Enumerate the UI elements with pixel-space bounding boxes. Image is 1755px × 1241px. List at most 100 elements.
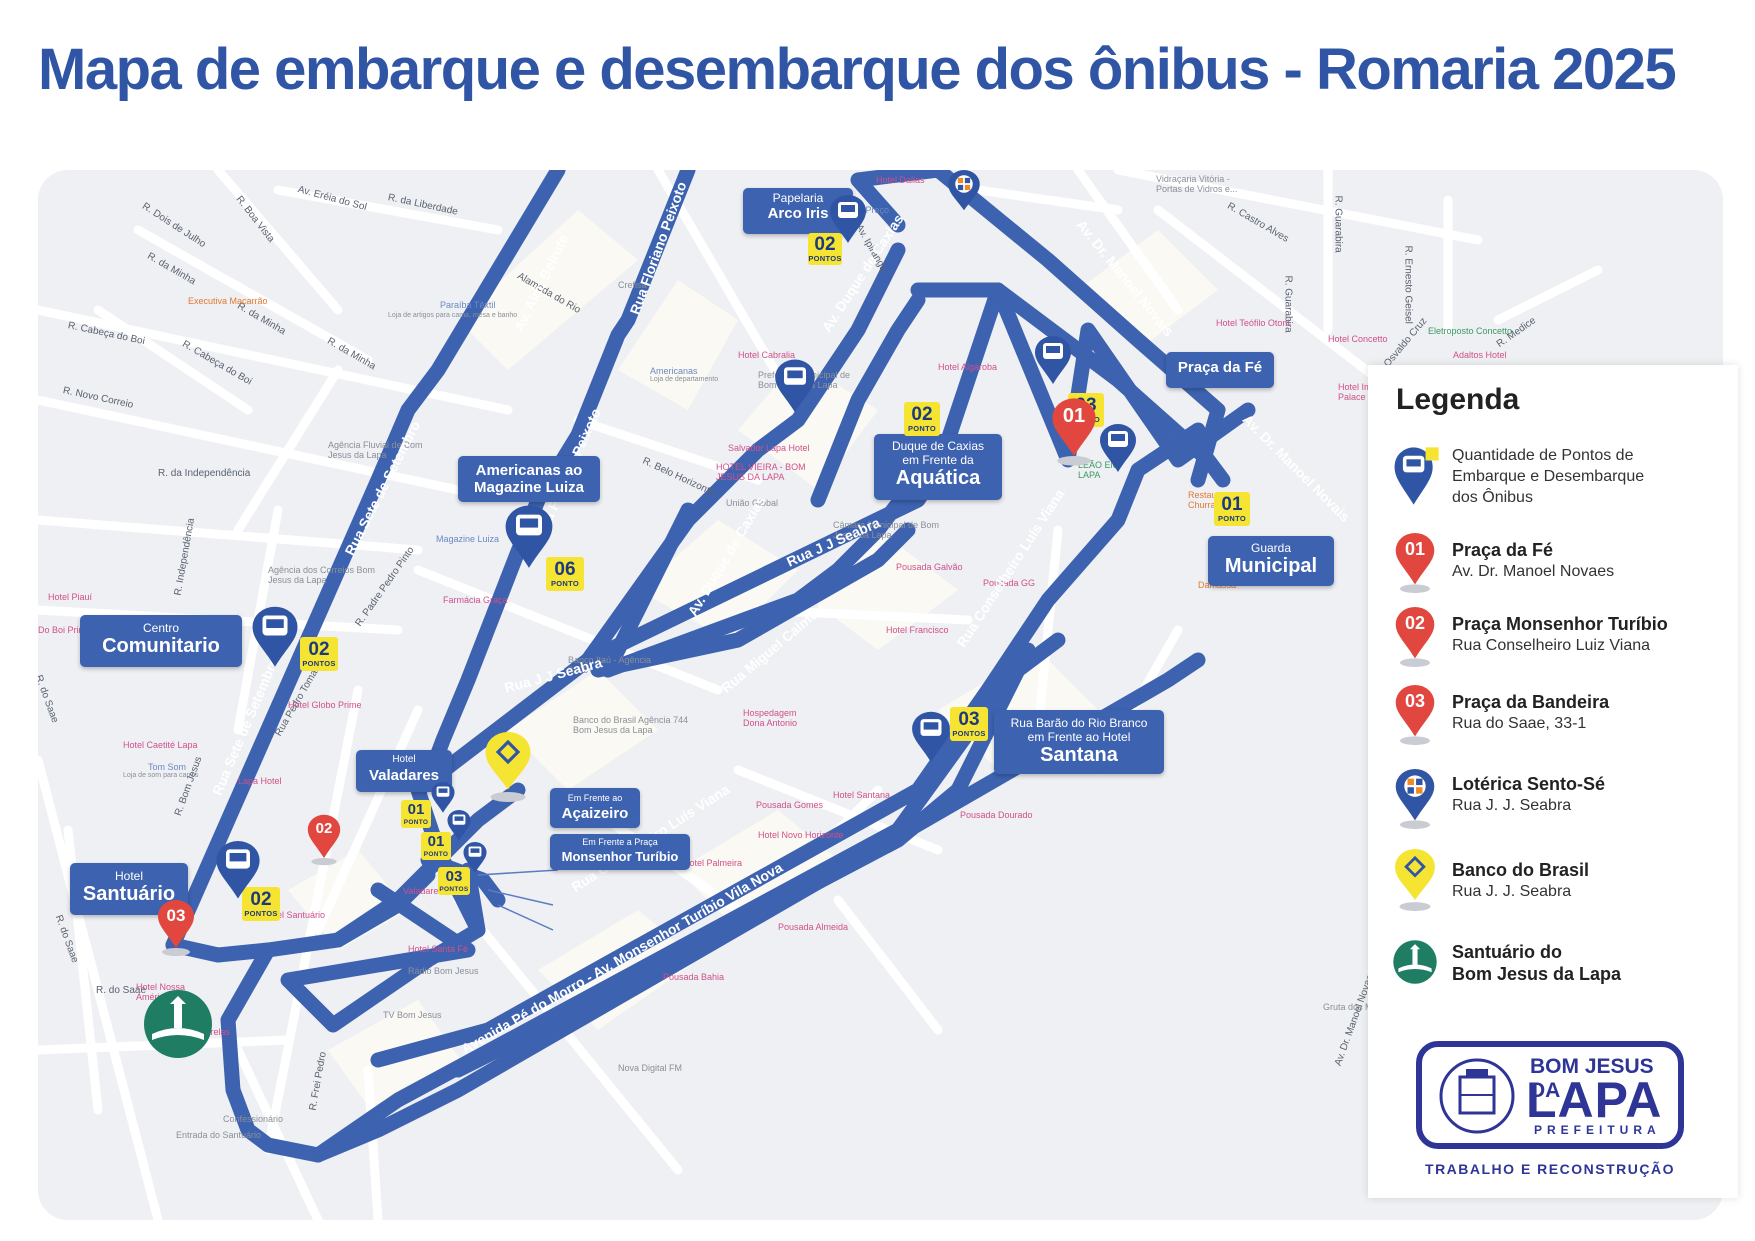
legend-sub: Rua Conselheiro Luiz Viana: [1452, 637, 1651, 654]
poi-label: Entrada do Santuário: [176, 1130, 262, 1140]
stop-count-badge: 01 PONTO: [1214, 492, 1250, 526]
poi-label: Confessionário: [223, 1114, 284, 1124]
stop-sub-label: Guarda: [1250, 541, 1292, 555]
pin-03[interactable]: 03: [156, 900, 196, 956]
stop-centro-comunitario[interactable]: Centro Comunitario: [80, 615, 242, 667]
bus-stop-icon[interactable]: [462, 842, 488, 874]
stop-sub-label: Hotel: [392, 754, 416, 765]
stop-sub-label: Duque de Caxias em Frente da: [891, 439, 985, 467]
stop-count: 01: [1221, 494, 1243, 515]
poi-label: Loja de departamento: [650, 376, 719, 383]
stop-sub-label: Centro: [142, 621, 180, 635]
poi-label: Pousada Almeida: [778, 922, 849, 932]
stop-monsenhor-turibio[interactable]: Em Frente a Praça Monsenhor Turíbio: [550, 834, 690, 870]
santuario-icon[interactable]: [142, 988, 214, 1060]
poi-label: Loja de artigos para cama, mesa e banho: [388, 312, 518, 319]
stop-count: 03: [958, 709, 980, 730]
prefeitura-logo: BOM JESUS DA LAPA PREFEITURA: [1416, 1041, 1684, 1149]
poi-label: Pousada Bahia: [663, 972, 725, 982]
poi-label: Crefisa: [618, 280, 647, 290]
stop-main-label: Aquática: [895, 467, 981, 489]
banco-do-brasil-icon: [1395, 849, 1435, 911]
stop-sub-label: Papelaria: [772, 191, 824, 205]
bus-stop-icon[interactable]: [1033, 335, 1073, 387]
stop-count-badge: 02 PONTOS: [300, 637, 338, 671]
stop-count-unit: PONTOS: [808, 254, 842, 263]
poi-label: Executiva Macarrão: [188, 296, 268, 306]
poi-label: Valadares: [403, 886, 443, 896]
stop-count-unit: PONTO: [550, 579, 580, 588]
street-label: R. Ernesto Geisel: [1402, 245, 1414, 324]
poi-label: Farmácia Graça: [443, 595, 508, 605]
map-pin-icon: [1395, 607, 1435, 667]
banco-do-brasil-icon[interactable]: [483, 732, 533, 802]
stop-main-label: Monsenhor Turíbio: [561, 849, 679, 864]
poi-label: Adaltos Hotel: [1453, 350, 1507, 360]
stop-main-label: Açaizeiro: [561, 805, 629, 822]
legend-pin-number: 02: [1404, 613, 1426, 633]
pin-number: 02: [315, 820, 333, 837]
stop-count-unit: PONTO: [403, 819, 429, 826]
poi-label: Hotel Santana: [833, 790, 891, 800]
poi-label: Hotel Palmeira: [683, 858, 743, 868]
bus-stop-icon[interactable]: [828, 195, 868, 245]
stop-count: 03: [445, 868, 463, 885]
poi-label: Paraíba Têxtil: [440, 300, 496, 310]
poi-label: Loja de som para carros: [123, 772, 199, 779]
bus-stop-icon[interactable]: [214, 840, 262, 902]
poi-label: TV Bom Jesus: [383, 1010, 442, 1020]
poi-label: Banco Itaú - Agência 8378: [568, 655, 652, 675]
bus-stop-icon[interactable]: [446, 810, 472, 842]
stop-santana[interactable]: Rua Barão do Rio Branco em Frente ao Hot…: [994, 710, 1164, 774]
pin-01[interactable]: 01: [1050, 398, 1098, 466]
stop-main-label: Praça da Fé: [1177, 359, 1263, 376]
bus-stop-icon[interactable]: [773, 358, 817, 416]
stop-acaizeiro[interactable]: Em Frente ao Açaizeiro: [550, 788, 640, 828]
pin-02[interactable]: 02: [306, 814, 342, 866]
legend-name: Bom Jesus da Lapa: [1452, 964, 1622, 984]
stop-main-label: Americanas ao Magazine Luiza: [473, 462, 585, 496]
legend-text: Quantidade de Pontos de: [1452, 447, 1634, 464]
street-label: R. do Saae: [96, 985, 147, 996]
poi-label: Hotel Novo Horizonte: [758, 830, 844, 840]
pin-number: 01: [1062, 405, 1086, 427]
stop-count: 02: [250, 889, 272, 910]
poi-label: Hotel Imperial Palace: [1338, 382, 1394, 402]
stop-main-label: Comunitario: [102, 635, 220, 657]
poi-label: Hotel Caetité Lapa: [123, 740, 198, 750]
stop-count-unit: PONTO: [907, 424, 937, 433]
legend-sub: Rua do Saae, 33-1: [1452, 715, 1587, 732]
stop-count: 01: [407, 801, 425, 818]
stop-guarda-municipal[interactable]: Guarda Municipal: [1208, 536, 1334, 586]
poi-label: Hotel Dallas: [876, 175, 925, 185]
map-title: Mapa de embarque e desembarque dos ônibu…: [38, 37, 1677, 102]
legend-title: Legenda: [1396, 383, 1520, 416]
poi-label: União Global: [726, 498, 779, 508]
bus-stop-icon[interactable]: [1098, 423, 1138, 475]
stop-main-label: Santuário: [82, 883, 176, 905]
loterica-icon[interactable]: [946, 170, 982, 212]
legend-name: Lotérica Sento-Sé: [1452, 774, 1606, 794]
logo-line-3: PREFEITURA: [1534, 1123, 1661, 1137]
bus-stop-icon[interactable]: [430, 782, 456, 814]
stop-aquatica[interactable]: Duque de Caxias em Frente da Aquática: [874, 434, 1002, 500]
legend-pin-number: 03: [1404, 691, 1426, 711]
poi-label: Pousada Dourado: [960, 810, 1033, 820]
stop-americanas[interactable]: Americanas ao Magazine Luiza: [458, 456, 600, 502]
poi-label: Restaurante Churrascaria: [1188, 490, 1240, 510]
legend-name: Praça da Bandeira: [1452, 692, 1610, 712]
stop-count-badge: 03 PONTOS: [950, 707, 988, 741]
bus-stop-icon[interactable]: [910, 710, 952, 766]
bus-stop-icon[interactable]: [503, 505, 555, 571]
legend-pin-number: 01: [1404, 539, 1426, 559]
poi-label: Hotel Francisco: [886, 625, 949, 635]
street-label: R. Guarabira: [1332, 195, 1344, 253]
poi-label: Nova Digital FM: [618, 1063, 683, 1073]
poi-label: Pousada Gomes: [756, 800, 824, 810]
stop-count-badge: 01 PONTO: [421, 832, 451, 860]
stop-hotel-valadares[interactable]: Hotel Valadares: [356, 750, 452, 792]
map-pin-icon: [1395, 533, 1435, 593]
bus-stop-icon[interactable]: [250, 606, 300, 670]
legend-text: dos Ônibus: [1452, 489, 1533, 506]
stop-praca-da-fe[interactable]: Praça da Fé: [1166, 352, 1274, 388]
